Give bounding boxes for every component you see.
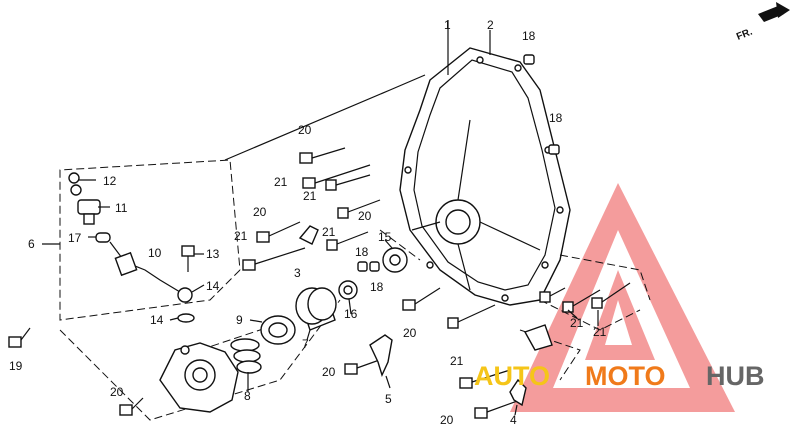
callout-1: 1 — [444, 18, 451, 32]
callout-18: 18 — [355, 245, 369, 259]
callout-19: 19 — [9, 359, 23, 373]
bolt — [181, 245, 195, 257]
callout-13: 13 — [206, 247, 220, 261]
dowel-pin — [357, 261, 368, 272]
callout-15: 15 — [378, 230, 392, 244]
front-direction-indicator: FR. — [735, 2, 790, 43]
callout-14: 14 — [150, 313, 164, 327]
sensor-assembly — [68, 172, 111, 243]
bearing — [295, 287, 337, 331]
callout-14: 14 — [206, 279, 220, 293]
washer — [177, 313, 195, 323]
callout-20: 20 — [110, 385, 124, 399]
callout-18: 18 — [370, 280, 384, 294]
callout-2: 2 — [487, 18, 494, 32]
callout-20: 20 — [298, 123, 312, 137]
watermark-logo — [510, 183, 735, 412]
callout-4: 4 — [510, 413, 517, 427]
callout-21: 21 — [274, 175, 288, 189]
svg-text:HUB: HUB — [706, 361, 765, 391]
bolt-group-upper — [242, 147, 381, 271]
callout-7: 7 — [302, 337, 309, 351]
dowel-pin — [523, 54, 535, 65]
watermark-text: AUTO MOTO HUB — [474, 361, 765, 391]
callout-17: 17 — [68, 231, 82, 245]
svg-text:FR.: FR. — [735, 26, 754, 42]
callout-9: 9 — [236, 313, 243, 327]
dowel-pin — [548, 144, 560, 155]
callout-5: 5 — [385, 392, 392, 406]
bracket — [509, 378, 527, 407]
bracket — [523, 324, 553, 351]
bolt-group-lower — [8, 282, 631, 419]
callout-21: 21 — [303, 189, 317, 203]
crankcase-cover — [399, 47, 571, 306]
callout-21: 21 — [570, 316, 584, 330]
callout-21: 21 — [234, 229, 248, 243]
callout-6: 6 — [28, 237, 35, 251]
callout-21: 21 — [450, 354, 464, 368]
callout-lines — [42, 179, 599, 416]
callout-3: 3 — [294, 266, 301, 280]
callout-16: 16 — [344, 307, 358, 321]
callout-20: 20 — [322, 365, 336, 379]
callout-12: 12 — [103, 174, 117, 188]
callout-18: 18 — [522, 29, 536, 43]
callout-8: 8 — [244, 389, 251, 403]
callout-20: 20 — [403, 326, 417, 340]
dowel-pin — [369, 261, 380, 272]
oil-seal — [260, 315, 296, 345]
callout-21: 21 — [593, 325, 607, 339]
pump-cover — [159, 342, 239, 413]
callout-18: 18 — [549, 111, 563, 125]
svg-text:MOTO: MOTO — [585, 361, 666, 391]
callout-10: 10 — [148, 246, 162, 260]
clip — [298, 225, 319, 245]
callout-20: 20 — [440, 413, 454, 427]
spring — [230, 338, 262, 374]
callout-21: 21 — [322, 225, 336, 239]
svg-text:AUTO: AUTO — [474, 361, 550, 391]
callout-20: 20 — [253, 205, 267, 219]
wire-harness — [109, 241, 193, 303]
callout-20: 20 — [358, 209, 372, 223]
callout-11: 11 — [115, 201, 128, 215]
bracket — [369, 334, 393, 377]
